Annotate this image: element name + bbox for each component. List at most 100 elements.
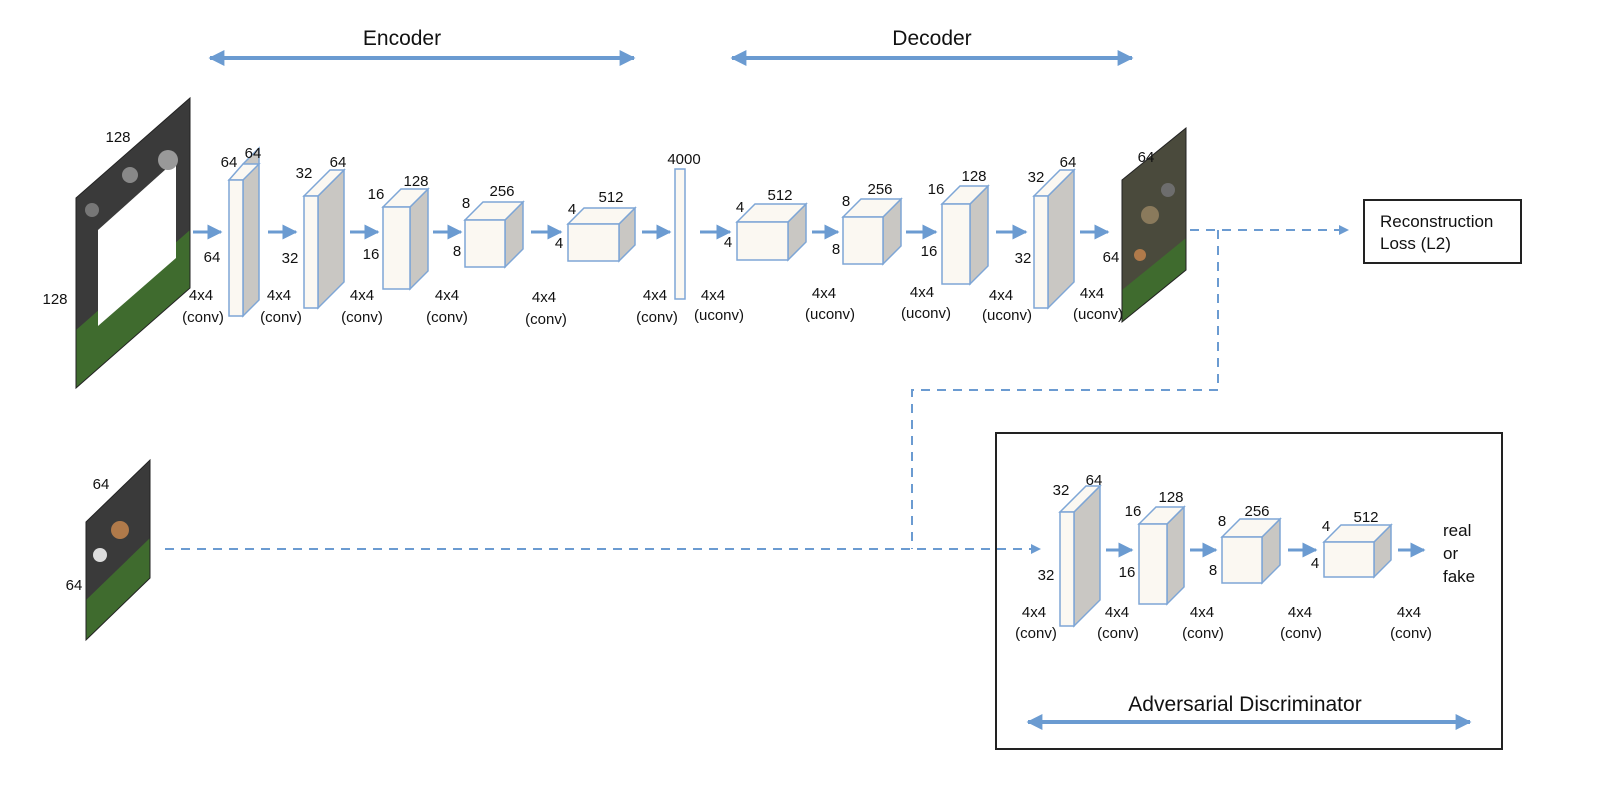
dec1-d2: 512 — [767, 187, 792, 204]
encoder-layer-2 — [302, 168, 346, 310]
decoder-layer-3 — [940, 184, 990, 286]
encoder-layer-5 — [566, 206, 637, 263]
enc5-side: 4 — [555, 235, 563, 252]
disc1-d2: 64 — [1086, 472, 1103, 489]
dec3-op1: 4x4 — [910, 284, 934, 301]
dec5-op1: 4x4 — [1080, 285, 1104, 302]
input-dim-side: 128 — [42, 291, 67, 308]
enc1-side: 64 — [204, 249, 221, 266]
output-dim-side: 64 — [1103, 249, 1120, 266]
real-dim-side: 64 — [66, 577, 83, 594]
disc3-side: 8 — [1209, 562, 1217, 579]
disc2-d2: 128 — [1158, 489, 1183, 506]
enc5-op1: 4x4 — [532, 289, 556, 306]
disc-output-real: real — [1443, 521, 1471, 540]
enc4-op1: 4x4 — [435, 287, 459, 304]
disc4-op2: (conv) — [1280, 625, 1322, 642]
disc3-d1: 8 — [1218, 513, 1226, 530]
encoder-layer-4 — [463, 200, 525, 269]
enc1-d1: 64 — [221, 154, 238, 171]
dec1-side: 4 — [724, 234, 732, 251]
disc1-op1: 4x4 — [1022, 604, 1046, 621]
decoder-title: Decoder — [892, 27, 971, 50]
dec2-d1: 8 — [842, 193, 850, 210]
disc1-side: 32 — [1038, 567, 1055, 584]
dec1-d1: 4 — [736, 199, 744, 216]
disc5-op2: (conv) — [1390, 625, 1432, 642]
dec1-op2: (uconv) — [694, 307, 744, 324]
disc1-op2: (conv) — [1015, 625, 1057, 642]
real-dim-top: 64 — [93, 476, 110, 493]
input-dim-top: 128 — [105, 129, 130, 146]
enc2-op1: 4x4 — [267, 287, 291, 304]
encoder-layer-3 — [381, 187, 430, 291]
enc4-op2: (conv) — [426, 309, 468, 326]
dec4-d1: 32 — [1028, 169, 1045, 186]
disc5-op1: 4x4 — [1397, 604, 1421, 621]
enc5-op2: (conv) — [525, 311, 567, 328]
disc3-op1: 4x4 — [1190, 604, 1214, 621]
reconstruction-loss-box — [1363, 199, 1522, 264]
enc2-d2: 64 — [330, 154, 347, 171]
dec4-d2: 64 — [1060, 154, 1077, 171]
masked-input-image — [75, 96, 191, 390]
disc2-op1: 4x4 — [1105, 604, 1129, 621]
dec4-op1: 4x4 — [989, 287, 1013, 304]
disc2-op2: (conv) — [1097, 625, 1139, 642]
enc3-d2: 128 — [403, 173, 428, 190]
dec2-d2: 256 — [867, 181, 892, 198]
disc2-d1: 16 — [1125, 503, 1142, 520]
disc-output-or: or — [1443, 544, 1458, 563]
disc-layer-4 — [1322, 523, 1393, 579]
enc1-op1: 4x4 — [189, 287, 213, 304]
output-dim-top: 64 — [1138, 149, 1155, 166]
bottleneck-op2: (conv) — [636, 309, 678, 326]
dashed-connectors — [165, 225, 1349, 554]
enc3-d1: 16 — [368, 186, 385, 203]
disc3-op2: (conv) — [1182, 625, 1224, 642]
dec3-side: 16 — [921, 243, 938, 260]
disc1-d1: 32 — [1053, 482, 1070, 499]
loss-line-2: Loss (L2) — [1380, 234, 1451, 253]
encoder-layer-1 — [227, 146, 261, 318]
real-patch-image — [85, 458, 151, 642]
bottleneck-layer — [674, 168, 686, 300]
enc1-op2: (conv) — [182, 309, 224, 326]
enc5-d2: 512 — [598, 189, 623, 206]
dec4-side: 32 — [1015, 250, 1032, 267]
enc4-side: 8 — [453, 243, 461, 260]
enc3-op1: 4x4 — [350, 287, 374, 304]
dec3-d1: 16 — [928, 181, 945, 198]
dec2-op1: 4x4 — [812, 285, 836, 302]
discriminator-title: Adversarial Discriminator — [1128, 693, 1361, 716]
enc3-op2: (conv) — [341, 309, 383, 326]
enc5-d1: 4 — [568, 201, 576, 218]
disc2-side: 16 — [1119, 564, 1136, 581]
disc4-side: 4 — [1311, 555, 1319, 572]
disc4-d1: 4 — [1322, 518, 1330, 535]
discriminator-frame — [995, 432, 1503, 750]
dec5-op2: (uconv) — [1073, 306, 1123, 323]
enc2-op2: (conv) — [260, 309, 302, 326]
disc-layer-2 — [1137, 505, 1186, 606]
disc3-d2: 256 — [1244, 503, 1269, 520]
dec1-op1: 4x4 — [701, 287, 725, 304]
dec4-op2: (uconv) — [982, 307, 1032, 324]
output-patch-image — [1121, 126, 1187, 324]
enc2-d1: 32 — [296, 165, 313, 182]
disc4-d2: 512 — [1353, 509, 1378, 526]
dec3-d2: 128 — [961, 168, 986, 185]
decoder-layer-4 — [1032, 168, 1076, 310]
dec3-op2: (uconv) — [901, 305, 951, 322]
enc1-d2: 64 — [245, 145, 262, 162]
enc4-d2: 256 — [489, 183, 514, 200]
enc4-d1: 8 — [462, 195, 470, 212]
enc3-side: 16 — [363, 246, 380, 263]
disc4-op1: 4x4 — [1288, 604, 1312, 621]
disc-layer-3 — [1220, 517, 1282, 585]
decoder-layer-2 — [841, 197, 903, 266]
loss-line-1: Reconstruction — [1380, 212, 1493, 231]
encoder-title: Encoder — [363, 27, 441, 50]
decoder-layer-1 — [735, 202, 808, 262]
